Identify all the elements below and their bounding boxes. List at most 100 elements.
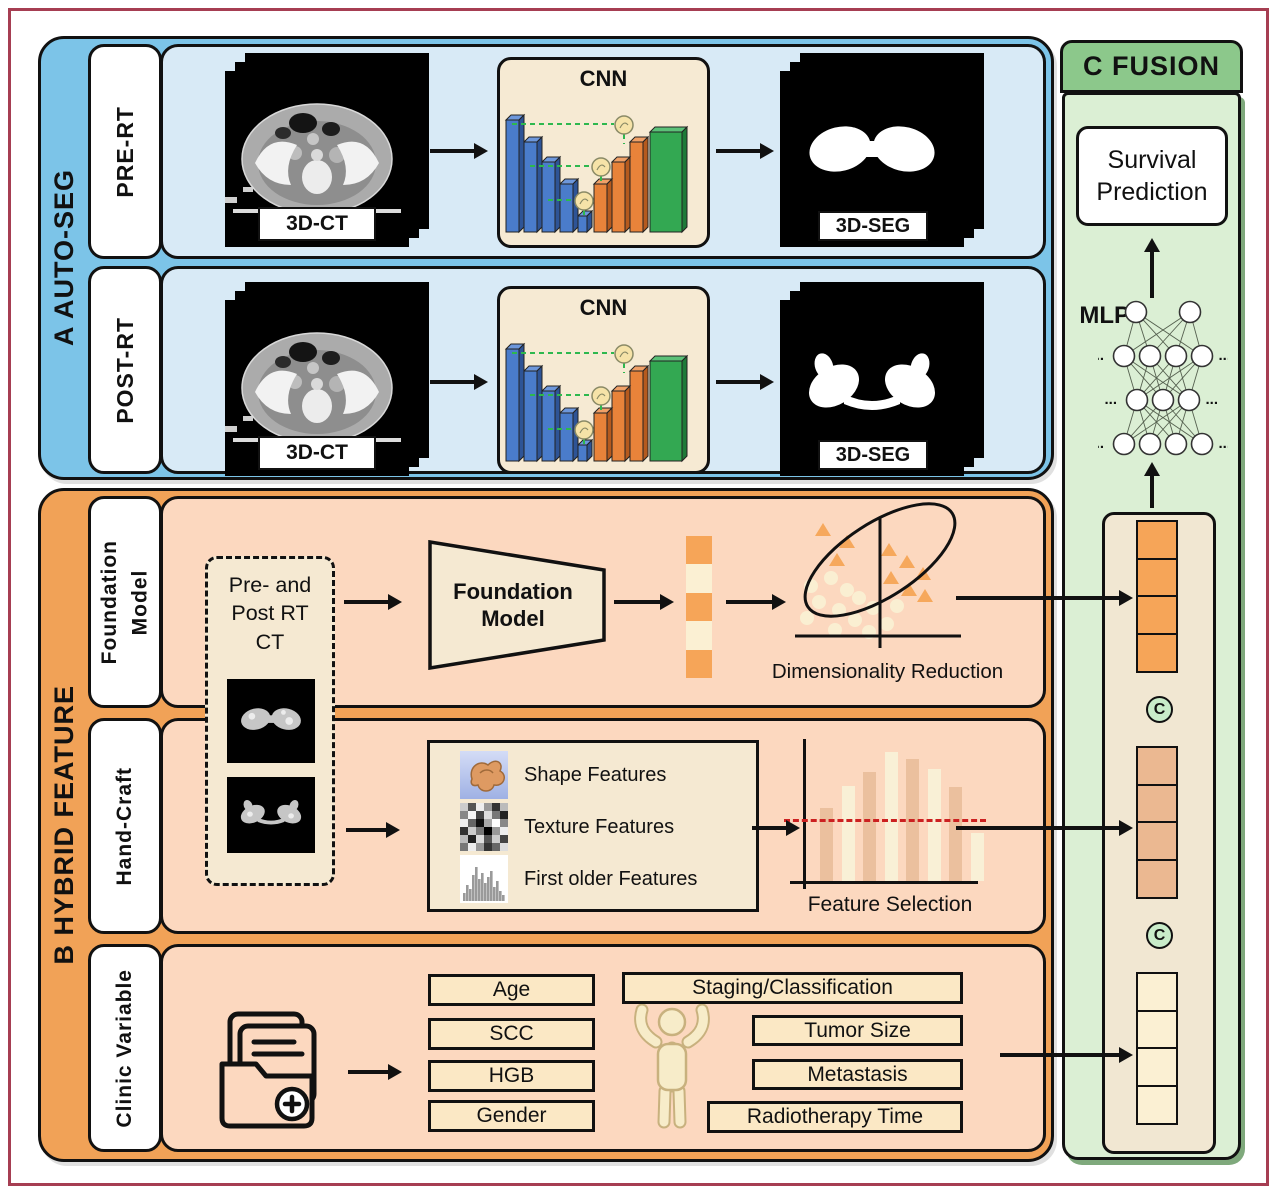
threshold-line [784,819,986,823]
post-rt-seg-stack: 3D-SEG [780,282,984,478]
feature-selection-chart: Feature Selection [784,733,995,923]
ct-stack-front: 3D-CT [225,71,409,247]
mlp-label: MLP [1079,302,1130,329]
clinic-variable-hgb: HGB [428,1060,595,1092]
feature-selection-label: Feature Selection [807,893,973,916]
pre-post-ct-input-box: Pre- and Post RT CT [205,556,335,886]
3d-ct-label: 3D-CT [258,436,376,470]
fusion-panel-header: C FUSION [1060,40,1243,93]
feature-cell [1136,746,1178,786]
mlp-node [1178,300,1202,324]
shape-icon [460,751,508,799]
post-rt-label: POST-RT [111,316,138,424]
foundation-model-label: Foundation Model [453,578,573,632]
foundation-trapezoid [428,540,606,670]
pre-post-ct-caption: Pre- and Post RT CT [228,573,312,654]
clinic-variable-radiotherapy-time: Radiotherapy Time [707,1101,963,1133]
pre-rt-label: PRE-RT [111,105,138,198]
feature-item: First older Features [460,855,697,903]
cnn-title: CNN [579,295,628,320]
panel-b-title-wrap: B HYBRID FEATURE [38,488,90,1162]
patient-person-icon [634,1003,710,1129]
mlp-ellipsis: ... [1219,347,1229,364]
mlp-node [1138,344,1162,368]
mlp-node [1164,344,1188,368]
foundation-model-block: Foundation Model [428,540,606,670]
mlp-node [1112,432,1136,456]
mlp-node [1124,300,1148,324]
foundation-row-label: Foundation Model [97,539,151,665]
gray-bone-wings [227,777,315,853]
histogram-icon [460,855,508,903]
figure-border [8,8,1269,1186]
concat-letter: C [1153,700,1166,718]
bone-image-post [227,777,315,853]
seg-stack-front: 3D-SEG [780,71,964,247]
x-axis [790,881,978,884]
gray-bone-bowtie [227,679,315,763]
handcraft-features-box: Shape Features Texture Features [427,740,759,912]
feature-cell [1136,1047,1178,1087]
survival-prediction-box: Survival Prediction [1076,126,1228,226]
feature-selection-bar [949,787,962,881]
feature-selection-bar [884,752,898,881]
feature-selection-bar [841,786,855,881]
handcraft-feature-stack [1136,746,1178,899]
mlp-network-diagram: .................. [1098,300,1229,456]
feature-selection-bar [927,769,941,881]
clinic-row-label: Clinic Variable [113,968,136,1128]
scatter-plot [794,502,961,648]
feature-cell [1136,972,1178,1012]
3d-ct-label: 3D-CT [258,207,376,241]
cnn-title: CNN [579,66,628,91]
mlp-ellipsis: ... [1219,435,1229,452]
feature-cell [1136,783,1178,824]
mlp-ellipsis: ... [1098,435,1104,452]
feature-cell [1136,1084,1178,1125]
feature-selection-bar [820,808,833,881]
mlp-node [1190,344,1214,368]
concat-symbol: C [1146,696,1173,723]
clinic-variable-gender: Gender [428,1100,595,1132]
cnn-unet-diagram [504,113,689,234]
3d-seg-label: 3D-SEG [818,211,928,241]
ct-scan-image [225,300,409,476]
clinic-feature-stack [1136,972,1178,1125]
foundation-feature-stack [1136,520,1178,673]
panel-c-title: C FUSION [1082,51,1220,81]
mlp-ellipsis: ... [1098,347,1104,364]
mlp-node [1112,344,1136,368]
pre-rt-seg-stack: 3D-SEG [780,53,984,249]
medical-records-folder-icon [219,1011,317,1129]
feature-cell [1136,557,1178,598]
clinic-variable-metastasis: Metastasis [752,1059,963,1090]
y-axis [803,739,806,889]
panel-a-title-wrap: A AUTO-SEG [38,36,90,480]
3d-seg-label: 3D-SEG [818,440,928,470]
mlp-ellipsis: ... [1206,391,1219,408]
concat-symbol: C [1146,922,1173,949]
feature-vector [686,536,712,678]
clinic-variable-scc: SCC [428,1018,595,1050]
pre-rt-ct-stack: 3D-CT [225,53,429,249]
clinic-variable-tumor-size: Tumor Size [752,1015,963,1046]
mlp-node [1177,388,1201,412]
mlp-node [1164,432,1188,456]
feature-selection-bar [863,772,876,881]
post-rt-ct-stack: 3D-CT [225,282,429,478]
post-rt-cnn-box: CNN [497,286,710,474]
cnn-unet-diagram [504,342,689,463]
seg-stack-front: 3D-SEG [780,300,964,476]
dimensionality-reduction-label: Dimensionality Reduction [771,660,1004,683]
ct-stack-front: 3D-CT [225,300,409,476]
feature-label: Texture Features [524,815,675,838]
foundation-row-label-box: Foundation Model [88,496,162,708]
feature-vector-cell [686,564,712,593]
feature-label: Shape Features [524,763,667,786]
feature-cell [1136,632,1178,673]
feature-vector-cell [686,536,712,565]
clinic-row-label-box: Clinic Variable [88,944,162,1152]
feature-label: First older Features [524,867,698,890]
mlp-node [1125,388,1149,412]
